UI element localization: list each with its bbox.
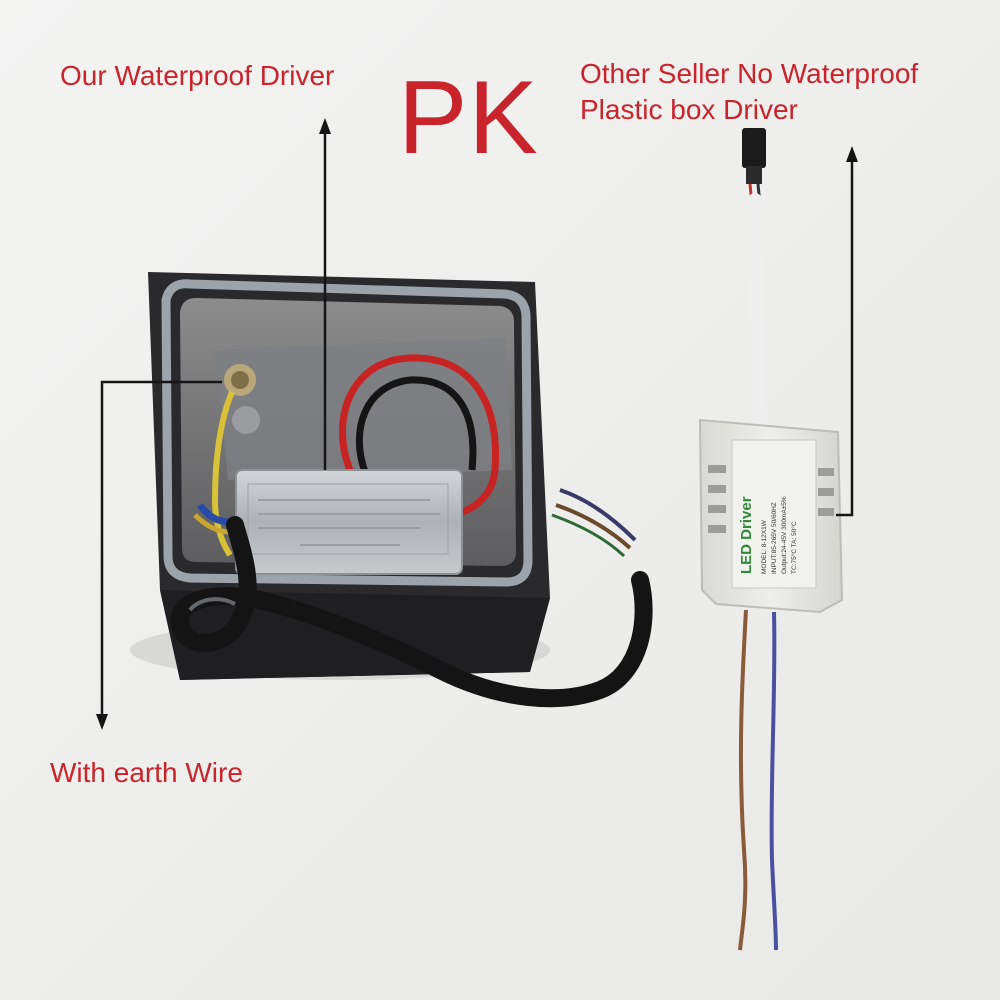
label-pk: PK: [398, 60, 539, 176]
label-our-waterproof-driver: Our Waterproof Driver: [60, 60, 335, 91]
label-other-seller-line2: Plastic box Driver: [580, 94, 798, 125]
label-other-seller-line1: Other Seller No Waterproof: [580, 58, 919, 89]
arrow-other-driver-head: [846, 146, 858, 162]
label-with-earth-wire: With earth Wire: [50, 757, 243, 788]
sticker-output: Output:24-45V 300mA±5%: [781, 496, 788, 574]
sticker-brand: LED Driver: [738, 496, 755, 574]
arrow-earth-wire: [100, 380, 222, 718]
sticker-temps: TC:75°C TA: 50°C: [790, 521, 798, 574]
led-driver-sticker: LED Driver MODEL: 8-12X1W INPUT:85-265V …: [738, 496, 798, 574]
sticker-model: MODEL: 8-12X1W: [761, 519, 768, 574]
arrow-other-driver: [836, 158, 854, 517]
plastic-box-driver: [698, 128, 844, 951]
waterproof-driver-housing: [130, 272, 653, 708]
sticker-input: INPUT:85-265V 50/60HZ: [771, 502, 778, 574]
annotation-arrows: [96, 118, 858, 730]
arrow-earth-wire-head: [96, 714, 108, 730]
arrow-our-driver-head: [319, 118, 331, 134]
